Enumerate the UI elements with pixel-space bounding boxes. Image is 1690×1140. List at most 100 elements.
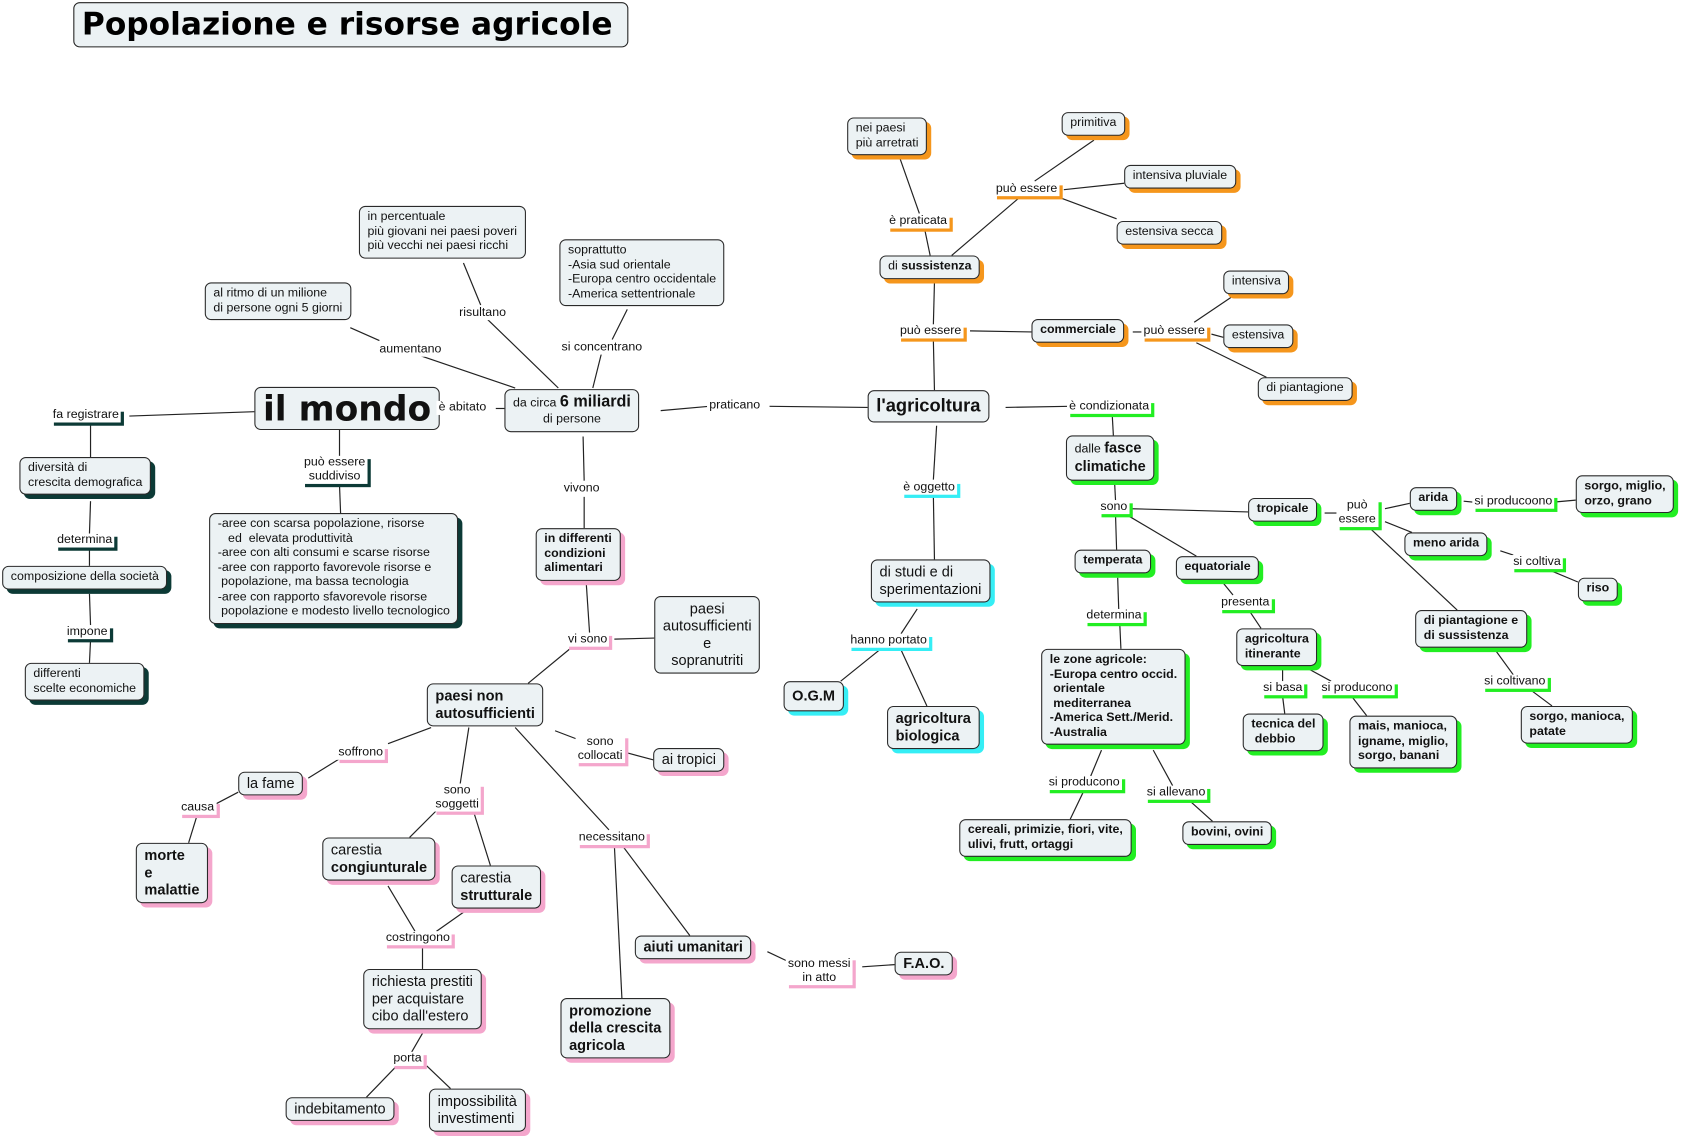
node-aree[interactable]: -aree con scarsa popolazione, risorse ed…	[209, 513, 459, 624]
node-non-autosufficienti[interactable]: paesi non autosufficienti	[426, 683, 544, 727]
text-prefix: da circa	[513, 396, 560, 410]
link-sono: sono	[1098, 500, 1130, 515]
node-cereali[interactable]: cereali, primizie, fiori, vite, ulivi, f…	[959, 819, 1132, 857]
text-suffix: di persone	[542, 412, 601, 426]
node-temperata[interactable]: temperata	[1074, 549, 1152, 573]
link-praticata: è praticata	[887, 214, 950, 229]
text-bold: congiunturale	[330, 859, 428, 876]
link-praticano: praticano	[707, 398, 763, 413]
node-mais-manioca[interactable]: mais, manioca, igname, miglio, sorgo, ba…	[1349, 715, 1457, 768]
node-di-piantagione[interactable]: di piantagione	[1257, 377, 1353, 401]
node-indebitamento[interactable]: indebitamento	[285, 1097, 395, 1121]
node-riso[interactable]: riso	[1577, 577, 1618, 601]
node-meno-arida[interactable]: meno arida	[1404, 532, 1488, 556]
text-bold: sussistenza	[901, 259, 972, 273]
node-fao[interactable]: F.A.O.	[894, 951, 954, 975]
node-estensiva[interactable]: estensiva	[1223, 324, 1293, 348]
link-puo-essere-2: può essere	[897, 324, 964, 339]
node-condizioni-alimentari[interactable]: in differenti condizioni alimentari	[535, 528, 621, 581]
node-fame[interactable]: la fame	[238, 771, 304, 795]
text-bold: 6 miliardi	[559, 392, 631, 411]
link-puo-essere-1: può essere	[993, 182, 1060, 197]
link-hanno-portato: hanno portato	[848, 633, 930, 648]
node-aiuti-umanitari[interactable]: aiuti umanitari	[634, 935, 752, 959]
node-richiesta-prestiti[interactable]: richiesta prestiti per acquistare cibo d…	[363, 968, 482, 1030]
link-messi-in-atto: sono messi in atto	[785, 957, 853, 986]
link-abitato: è abitato	[436, 400, 489, 415]
node-sorgo-miglio[interactable]: sorgo, miglio, orzo, grano	[1575, 475, 1675, 514]
link-coltiva: si coltiva	[1511, 555, 1563, 570]
link-vivono: vivono	[561, 481, 602, 496]
node-intensiva-pluviale[interactable]: intensiva pluviale	[1124, 164, 1236, 189]
node-il-mondo[interactable]: il mondo	[254, 386, 440, 431]
node-arida[interactable]: arida	[1409, 487, 1457, 511]
node-primitiva[interactable]: primitiva	[1061, 112, 1126, 136]
link-vi-sono: vi sono	[565, 632, 610, 647]
node-paesi-arretrati[interactable]: nei paesi più arretrati	[847, 117, 928, 156]
node-percentuale[interactable]: in percentuale più giovani nei paesi pov…	[358, 205, 526, 259]
link-collocati: sono collocati	[575, 735, 625, 764]
map-title: Popolazione e risorse agricole	[73, 2, 629, 48]
node-promozione[interactable]: promozione della crescita agricola	[560, 998, 670, 1059]
node-sorgo-manioca[interactable]: sorgo, manioca, patate	[1520, 705, 1634, 744]
node-ritmo[interactable]: al ritmo di un milione di persone ogni 5…	[204, 282, 351, 321]
node-bovini-ovini[interactable]: bovini, ovini	[1182, 821, 1272, 845]
link-condizionata: è condizionata	[1067, 399, 1152, 414]
link-soffrono: soffrono	[336, 745, 386, 760]
link-producoono: si producoono	[1472, 494, 1555, 509]
node-piantagione-sussistenza[interactable]: di piantagione e di sussistenza	[1415, 610, 1527, 648]
node-soprattutto[interactable]: soprattutto -Asia sud orientale -Europa …	[559, 239, 725, 307]
link-si-producono-1: si producono	[1319, 681, 1395, 696]
node-agricoltura-biologica[interactable]: agricoltura biologica	[887, 705, 980, 750]
link-necessitano: necessitano	[576, 830, 648, 845]
node-tecnica-debbio[interactable]: tecnica del debbio	[1242, 713, 1325, 752]
node-agricoltura[interactable]: l'agricoltura	[867, 390, 990, 423]
node-tropicale[interactable]: tropicale	[1248, 497, 1318, 522]
link-coltivano: si coltivano	[1481, 674, 1548, 689]
node-ogm[interactable]: O.G.M	[783, 681, 844, 712]
link-determina: determina	[54, 533, 115, 548]
text-bold: climatiche	[1074, 458, 1146, 475]
text-bold: fasce	[1104, 439, 1142, 456]
node-morte-malattie[interactable]: morte e malattie	[135, 842, 209, 904]
link-porta: porta	[391, 1051, 424, 1066]
node-autosufficienti[interactable]: paesi autosufficienti e sopranutriti	[654, 596, 761, 674]
node-composizione[interactable]: composizione della società	[2, 565, 168, 590]
node-differenti[interactable]: differenti scelte economiche	[24, 662, 145, 701]
node-estensiva-secca[interactable]: estensiva secca	[1116, 220, 1223, 245]
link-risultano: risultano	[456, 306, 509, 321]
link-suddiviso: può essere suddiviso	[301, 455, 368, 484]
node-commerciale[interactable]: commerciale	[1031, 319, 1125, 343]
link-presenta: presenta	[1218, 596, 1272, 611]
node-zone-agricole[interactable]: le zone agricole: -Europa centro occid. …	[1041, 648, 1186, 745]
link-oggetto: è oggetto	[901, 480, 958, 495]
link-causa: causa	[178, 800, 217, 815]
link-puo-essere-3: può essere	[1141, 324, 1208, 339]
node-sussistenza[interactable]: di sussistenza	[879, 255, 981, 279]
text-prefix: dalle	[1074, 442, 1105, 456]
node-studi[interactable]: di studi e di sperimentazioni	[870, 559, 991, 603]
link-determina-2: determina	[1084, 608, 1144, 623]
node-intensiva[interactable]: intensiva	[1223, 270, 1290, 294]
node-impossibilita[interactable]: impossibilità investimenti	[428, 1088, 526, 1132]
node-agricoltura-itinerante[interactable]: agricoltura itinerante	[1236, 628, 1318, 667]
node-equatoriale[interactable]: equatoriale	[1175, 556, 1260, 580]
link-fa-registrare: fa registrare	[50, 408, 122, 423]
node-tropici[interactable]: ai tropici	[653, 747, 725, 772]
link-concentrano: si concentrano	[559, 340, 645, 355]
link-soggetti: sono soggetti	[433, 783, 482, 812]
node-fasce-climatiche[interactable]: dalle fasce climatiche	[1065, 435, 1155, 481]
text-line: carestia	[460, 869, 512, 886]
text-prefix: di	[888, 259, 902, 273]
text-bold: strutturale	[460, 887, 533, 904]
link-impone: impone	[64, 625, 110, 640]
link-costringono: costringono	[383, 931, 453, 946]
link-puo-essere-4: può essere	[1336, 499, 1379, 528]
link-si-basa: si basa	[1261, 681, 1305, 696]
link-si-allevano: si allevano	[1144, 785, 1208, 800]
node-diversita[interactable]: diversità di crescita demografica	[19, 456, 152, 495]
